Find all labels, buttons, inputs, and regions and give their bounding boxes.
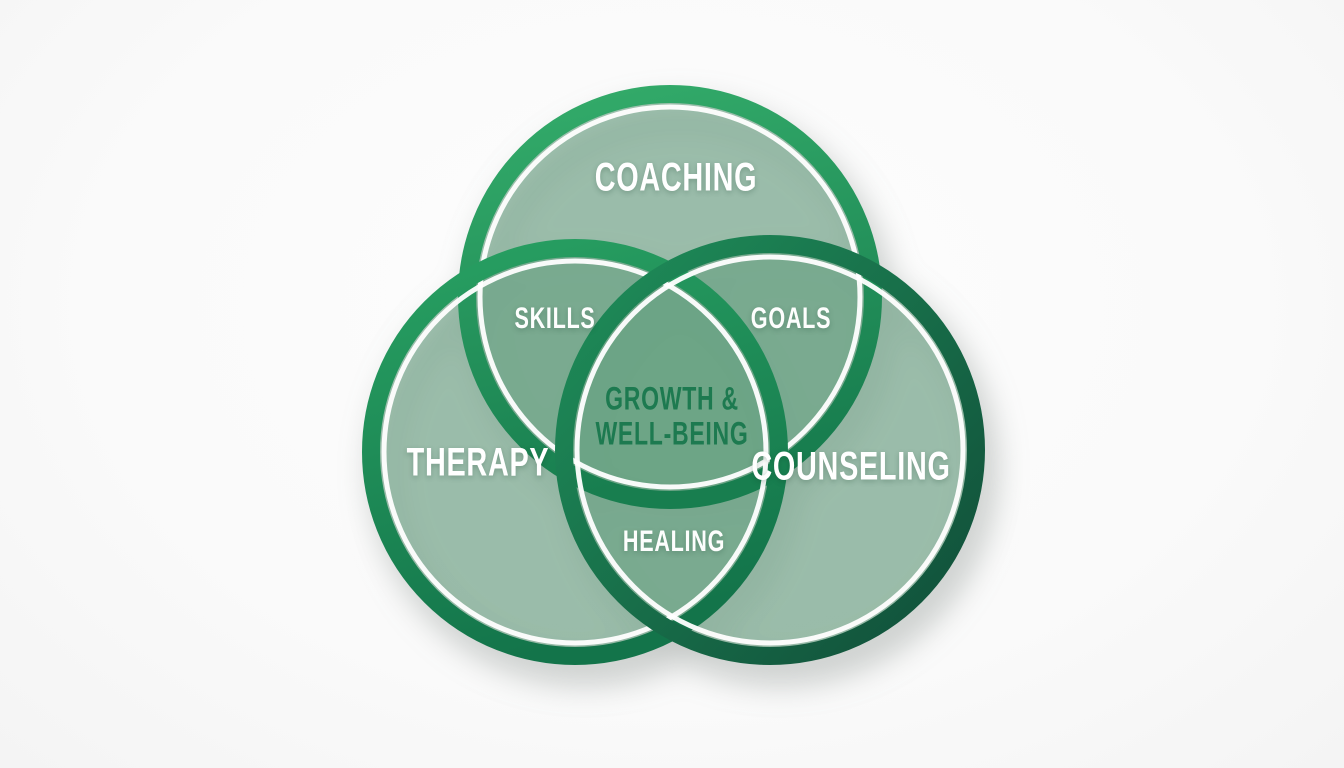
growth-wellbeing-line1: GROWTH & bbox=[605, 380, 739, 417]
growth-wellbeing-line2: WELL-BEING bbox=[595, 415, 749, 451]
therapy-label: THERAPY bbox=[406, 440, 550, 485]
growth-wellbeing-label: GROWTH & WELL-BEING bbox=[595, 381, 748, 450]
goals-label: GOALS bbox=[750, 302, 832, 335]
coaching-label: COACHING bbox=[594, 155, 758, 200]
skills-label: SKILLS bbox=[514, 302, 596, 335]
counseling-circle-ring bbox=[555, 235, 985, 665]
healing-label: HEALING bbox=[622, 525, 726, 558]
counseling-label: COUNSELING bbox=[751, 444, 951, 489]
therapy-circle-ring bbox=[362, 239, 788, 665]
